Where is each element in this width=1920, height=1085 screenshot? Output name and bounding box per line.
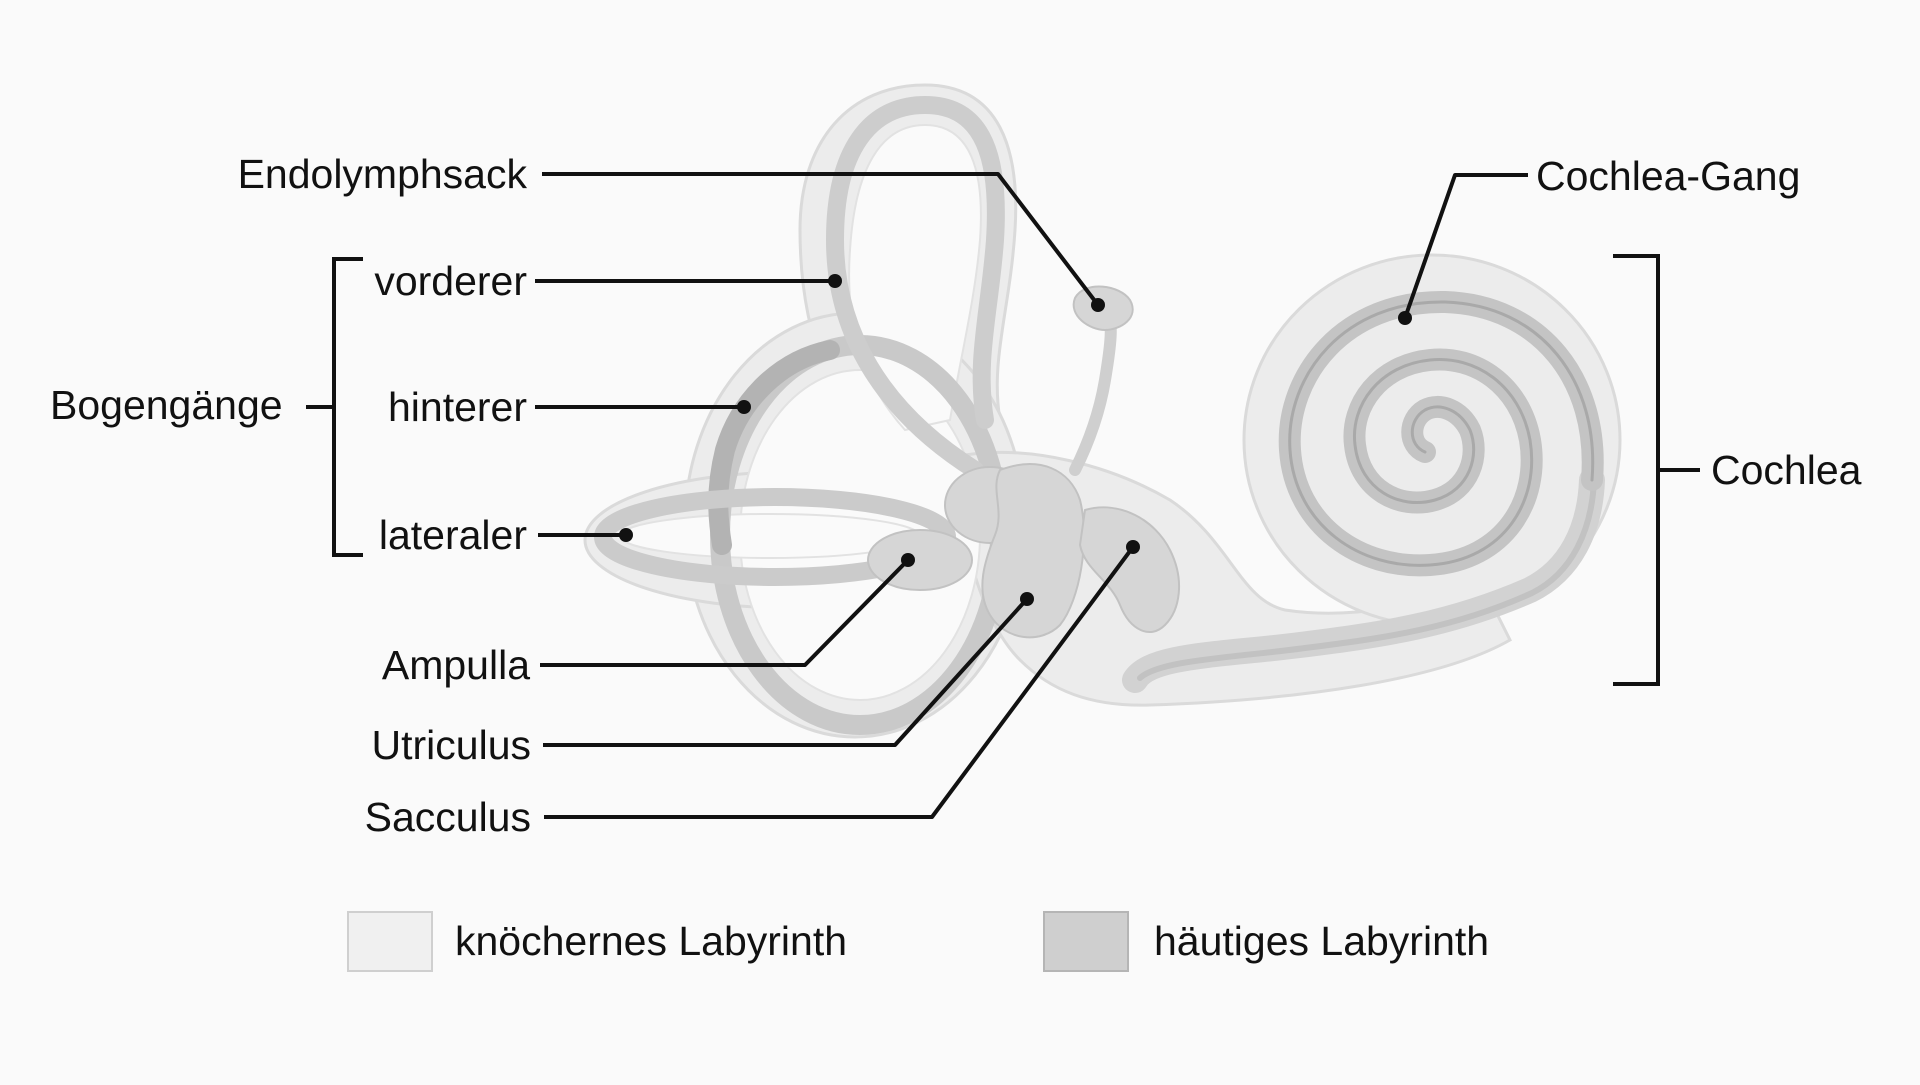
label-sacculus: Sacculus bbox=[365, 794, 531, 840]
legend-swatch-bony bbox=[347, 911, 433, 972]
dot-cochlea-gang bbox=[1398, 311, 1412, 325]
leader-cochlea-gang bbox=[1403, 173, 1528, 319]
legend-swatch-membranous bbox=[1043, 911, 1129, 972]
legend-label-membranous: häutiges Labyrinth bbox=[1154, 918, 1489, 964]
dot-vorderer bbox=[828, 274, 842, 288]
dot-sacculus bbox=[1126, 540, 1140, 554]
dot-hinterer bbox=[737, 400, 751, 414]
leader-utriculus bbox=[543, 597, 1029, 747]
legend: knöchernes Labyrinth häutiges Labyrinth bbox=[347, 911, 1489, 972]
legend-label-bony: knöchernes Labyrinth bbox=[455, 918, 847, 964]
anterior-canal-duct bbox=[825, 95, 1005, 479]
label-endolymphsack: Endolymphsack bbox=[238, 151, 528, 197]
label-cochlea-gang: Cochlea-Gang bbox=[1536, 153, 1800, 199]
label-utriculus: Utriculus bbox=[372, 722, 531, 768]
label-ampulla: Ampulla bbox=[382, 642, 530, 688]
label-bogengaenge: Bogengänge bbox=[50, 382, 283, 428]
labyrinth-anatomy bbox=[583, 83, 1622, 739]
cochlea-bracket bbox=[1613, 254, 1660, 686]
leader-sacculus bbox=[544, 545, 1135, 819]
ampulla-blob bbox=[867, 529, 973, 591]
label-hinterer: hinterer bbox=[388, 384, 527, 430]
dot-lateraler bbox=[619, 528, 633, 542]
dot-utriculus bbox=[1020, 592, 1034, 606]
brackets bbox=[306, 254, 1700, 686]
label-vorderer: vorderer bbox=[374, 258, 527, 304]
label-cochlea: Cochlea bbox=[1711, 447, 1862, 493]
label-lateraler: lateraler bbox=[379, 512, 527, 558]
dot-ampulla bbox=[901, 553, 915, 567]
posterior-canal-dark-segment bbox=[708, 340, 840, 555]
dot-endolymphsack bbox=[1091, 298, 1105, 312]
labels: Endolymphsack vorderer Bogengänge hinter… bbox=[50, 151, 1862, 840]
leader-endolymphsack bbox=[542, 172, 1100, 307]
leader-lines bbox=[535, 172, 1528, 819]
utriculus-shape bbox=[981, 463, 1085, 639]
leader-ampulla bbox=[540, 558, 910, 667]
bogengaenge-bracket bbox=[332, 257, 363, 557]
cochlear-duct-inner bbox=[1137, 477, 1597, 681]
cochlea-spiral-line bbox=[1288, 300, 1595, 567]
